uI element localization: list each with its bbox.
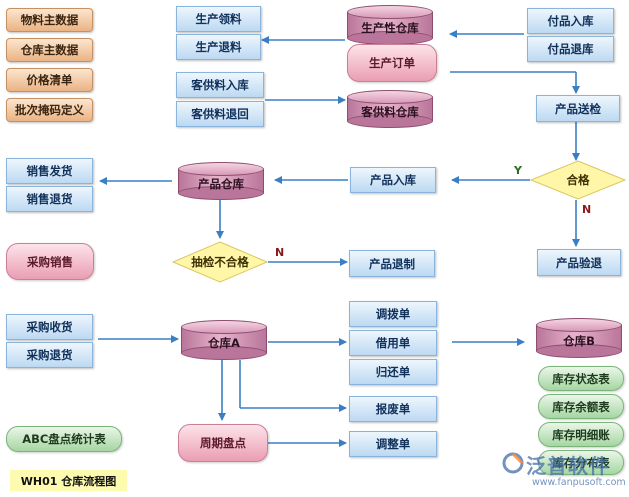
qualified-decision[interactable]: 合格 [530,160,626,200]
cust-wh-label: 客供料仓库 [361,105,419,119]
wh-b-cylinder[interactable]: 仓库B [536,318,622,358]
spot-fail-label: 抽检不合格 [191,255,249,269]
sub-out-node[interactable]: 付品退库 [527,36,614,62]
rep-status-node[interactable]: 库存状态表 [538,366,624,391]
prod-wh2-label: 产品仓库 [198,177,244,191]
price-list-node[interactable]: 价格清单 [6,68,93,92]
purchase-return-node[interactable]: 采购退货 [6,342,93,368]
no-label-left: N [275,246,285,259]
wh-a-cylinder[interactable]: 仓库A [181,320,267,360]
watermark-name: 泛普软件 [526,454,610,478]
prod-order-node[interactable]: 生产订单 [347,44,437,82]
rep-balance-node[interactable]: 库存余额表 [538,394,624,419]
sales-ship-node[interactable]: 销售发货 [6,158,93,184]
abc-stats-node[interactable]: ABC盘点统计表 [6,426,122,452]
qualified-diamond-shape [530,160,626,200]
wh-b-label: 仓库B [563,334,595,348]
rep-detail-node[interactable]: 库存明细账 [538,422,624,447]
cust-in-node[interactable]: 客供料入库 [176,72,264,98]
wh-a-label: 仓库A [208,336,240,350]
yes-label: Y [514,164,522,177]
prod-retest-node[interactable]: 产品验退 [537,249,621,276]
qualified-label: 合格 [566,173,590,187]
purchase-sales-node[interactable]: 采购销售 [6,243,94,280]
sub-in-node[interactable]: 付品入库 [527,8,614,34]
material-master-node[interactable]: 物料主数据 [6,8,93,32]
prod-pick-node[interactable]: 生产领料 [176,6,261,32]
prod-wh-cylinder[interactable]: 生产性仓库 [347,5,433,45]
batch-mask-node[interactable]: 批次掩码定义 [6,98,93,122]
no-label-right: N [582,203,592,216]
watermark: 泛普软件 www.fanpusoft.com [502,450,626,492]
prod-wh2-cylinder[interactable]: 产品仓库 [178,162,264,200]
cust-wh-cylinder[interactable]: 客供料仓库 [347,90,433,128]
transfer-node[interactable]: 调拨单 [349,301,437,327]
prod-wh-label: 生产性仓库 [361,21,419,35]
scrap-node[interactable]: 报废单 [349,396,437,422]
cust-back-node[interactable]: 客供料退回 [176,101,264,127]
cycle-count-node[interactable]: 周期盘点 [178,424,268,462]
borrow-node[interactable]: 借用单 [349,330,437,356]
adjust-node[interactable]: 调整单 [349,431,437,457]
warehouse-master-node[interactable]: 仓库主数据 [6,38,93,62]
rep-dist-node[interactable]: 库存分布表 [538,450,624,475]
prod-return-node[interactable]: 生产退料 [176,34,261,60]
fanpu-logo-icon [502,452,524,474]
spot-fail-decision[interactable]: 抽检不合格 [172,241,268,283]
watermark-url: www.fanpusoft.com [532,477,626,488]
purchase-recv-node[interactable]: 采购收货 [6,314,93,340]
sales-return-node[interactable]: 销售退货 [6,186,93,212]
prod-inspect-node[interactable]: 产品送检 [536,95,620,122]
spot-fail-diamond-shape [172,241,268,283]
diagram-title: WH01 仓库流程图 [10,470,127,491]
giveback-node[interactable]: 归还单 [349,359,437,385]
prod-in-node[interactable]: 产品入库 [350,167,436,193]
prod-return2-node[interactable]: 产品退制 [349,250,435,277]
